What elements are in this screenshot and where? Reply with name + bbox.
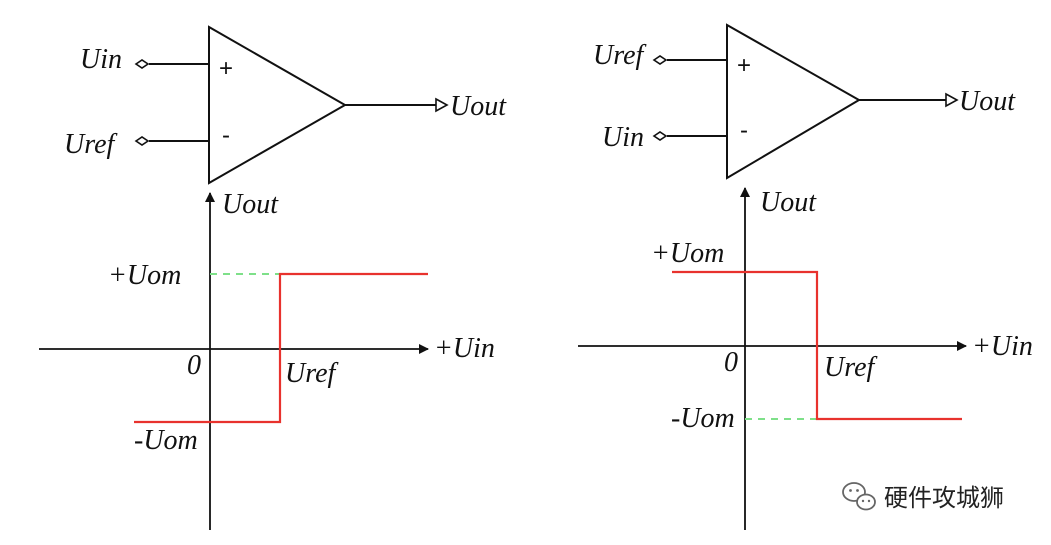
left-minus-sign: - [222, 122, 230, 149]
left-origin-label: 0 [187, 350, 201, 381]
left-plus-sign: + [219, 55, 233, 82]
left-threshold-label: Uref [285, 358, 339, 389]
left-y-axis-label: Uout [222, 189, 279, 220]
right-output-label: Uout [959, 86, 1016, 117]
left-input-top-terminal [134, 59, 150, 69]
left-output-label: Uout [450, 91, 507, 122]
right-input-top-terminal [652, 55, 668, 65]
left-low-label: -Uom [134, 425, 198, 456]
left-transfer-curve [134, 272, 428, 424]
right-transfer-graph: Uout +Uin 0 +Uom -Uom Uref [578, 187, 1033, 530]
right-low-label: -Uom [671, 403, 735, 434]
right-y-axis-label: Uout [760, 187, 817, 218]
right-origin-label: 0 [724, 347, 738, 378]
right-minus-sign: - [740, 117, 748, 144]
left-high-label: +Uom [108, 260, 181, 291]
right-threshold-label: Uref [824, 352, 878, 383]
right-x-axis-label: +Uin [972, 331, 1033, 362]
right-high-label: +Uom [651, 238, 724, 269]
left-opamp-triangle [208, 25, 348, 185]
left-x-axis-label: +Uin [434, 333, 495, 364]
right-plus-sign: + [737, 52, 751, 79]
right-input-bottom-label: Uin [602, 122, 644, 153]
watermark: 硬件攻城狮 [842, 482, 1004, 512]
right-transfer-curve [672, 270, 962, 421]
right-output-arrow [945, 92, 959, 108]
left-input-top-label: Uin [80, 44, 122, 75]
left-transfer-graph: Uout +Uin 0 +Uom -Uom Uref [39, 189, 495, 530]
watermark-text: 硬件攻城狮 [884, 484, 1004, 512]
right-input-bottom-terminal [652, 131, 668, 141]
left-input-bottom-label: Uref [64, 129, 118, 160]
right-input-top-label: Uref [593, 40, 647, 71]
right-opamp-triangle [726, 23, 861, 180]
left-comparator: Uin Uref + - Uout [64, 25, 507, 185]
right-comparator: Uref Uin + - Uout [593, 23, 1016, 180]
left-input-bottom-terminal [134, 136, 150, 146]
left-output-arrow [435, 97, 449, 113]
wechat-icon [842, 482, 876, 511]
